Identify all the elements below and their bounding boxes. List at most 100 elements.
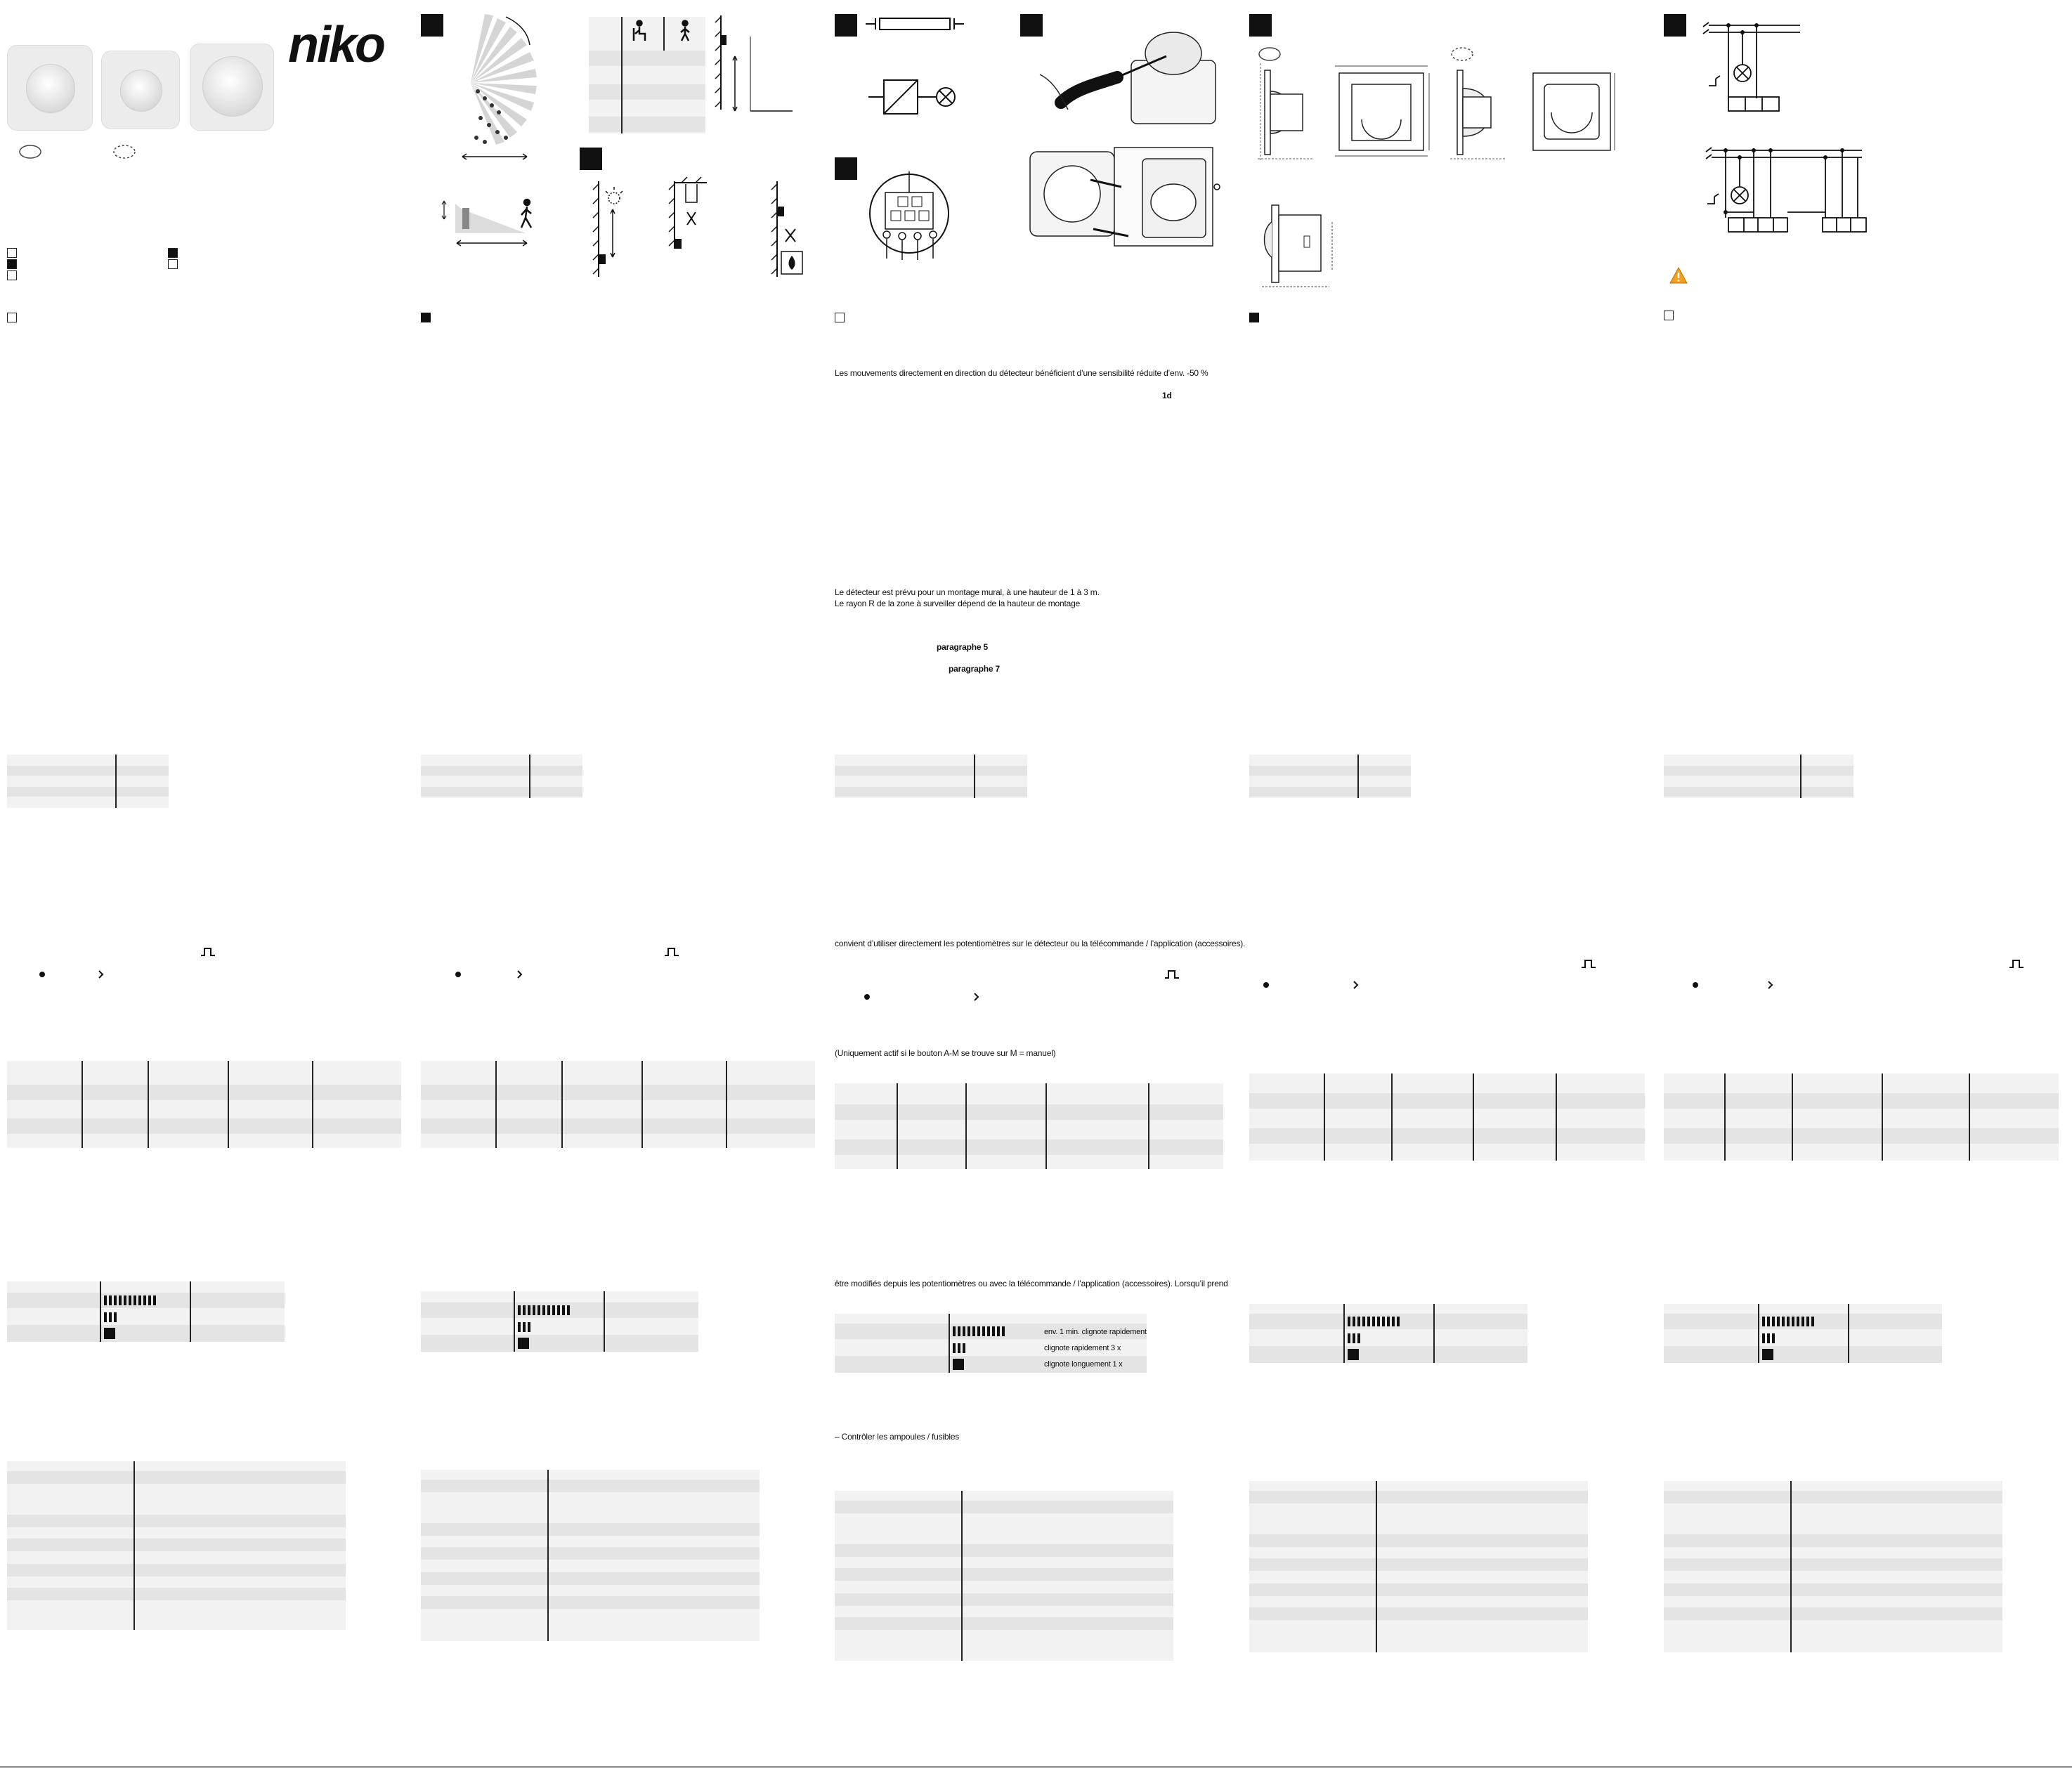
troubleshoot-table-3 <box>835 1491 1173 1661</box>
bullet-icon <box>864 994 870 1000</box>
chevron-right-icon <box>517 970 523 979</box>
settings-table-1 <box>7 1061 401 1148</box>
person-walking-icon <box>680 20 690 41</box>
wiring-diagram-1 <box>1702 22 1800 112</box>
dimension-side-view-3 <box>1262 204 1333 287</box>
fluorescent-tube-icon <box>866 18 964 30</box>
page-bottom-rule <box>0 1766 2072 1768</box>
troubleshoot-note: – Contrôler les ampoules / fusibles <box>835 1432 960 1442</box>
figure-marker-3 <box>835 14 857 37</box>
lamp-icon <box>1733 64 1752 82</box>
terminal-block-diagram <box>869 171 949 260</box>
settings-table-5 <box>1664 1073 2059 1161</box>
chevron-right-icon <box>1768 981 1773 989</box>
modify-note: être modifiés depuis les potentiomètres … <box>835 1279 1228 1288</box>
pulse-icon <box>1582 960 1596 968</box>
potentiometer-note: convient d’utiliser directement les pote… <box>835 939 1246 948</box>
figure-marker-6 <box>1249 14 1272 37</box>
section-marker-icon <box>1664 311 1674 320</box>
warning-icon <box>1669 266 1688 284</box>
settings-table-3 <box>835 1083 1223 1169</box>
chevron-right-icon <box>98 970 104 979</box>
wall-height-diagram <box>715 15 793 112</box>
detection-fan-diagram <box>471 14 537 145</box>
pulse-icon <box>201 948 215 956</box>
bullet-icon <box>1263 982 1269 988</box>
screwdriver-illustration <box>1039 32 1216 124</box>
figure-marker-5 <box>1020 14 1043 37</box>
led-table-1 <box>7 1281 285 1342</box>
spec-table-1 <box>7 755 169 808</box>
chevron-right-icon <box>1353 981 1359 989</box>
section-marker-icon <box>7 313 17 322</box>
oval-dashed-icon <box>113 145 136 159</box>
dimension-side-view-2 <box>1450 70 1506 159</box>
checkbox-filled-icon <box>7 259 17 269</box>
troubleshoot-table-2 <box>421 1470 760 1641</box>
product-photo-1 <box>7 45 93 131</box>
mounting-note-2: Le rayon R de la zone à surveiller dépen… <box>835 599 1081 608</box>
pulse-icon <box>1165 970 1179 979</box>
bullet-icon <box>39 972 45 977</box>
led-table-3: env. 1 min. clignote rapidement clignote… <box>835 1314 1147 1373</box>
figure-marker-4 <box>835 157 857 180</box>
checkbox-icon <box>168 259 178 269</box>
spec-table-5 <box>1664 755 1853 798</box>
spec-table-4 <box>1249 755 1411 798</box>
range-table <box>589 17 705 133</box>
figure-marker-2 <box>580 148 602 170</box>
dimension-side-view-1 <box>1258 63 1314 162</box>
settings-table-4 <box>1249 1073 1645 1161</box>
spec-table-3 <box>835 755 1027 798</box>
led-state-label: env. 1 min. clignote rapidement <box>1044 1328 1147 1336</box>
oval-solid-icon <box>19 145 41 159</box>
pulse-icon <box>665 948 679 956</box>
figure-ref: 1d <box>1162 391 1172 400</box>
figure-marker-1 <box>421 14 443 37</box>
bullet-icon <box>455 972 461 977</box>
pulse-icon <box>2009 960 2024 968</box>
ref-paragraph-7: paragraphe 7 <box>949 664 1000 674</box>
checkbox-icon <box>7 248 17 258</box>
checkbox-icon <box>7 270 17 280</box>
section-marker-icon <box>421 313 431 322</box>
width-arrow <box>462 153 528 160</box>
led-table-4 <box>1249 1304 1527 1363</box>
checkbox-filled-icon <box>168 248 178 258</box>
oval-dashed-icon <box>1451 47 1473 61</box>
brand-logo: niko <box>288 17 386 73</box>
troubleshoot-table-4 <box>1249 1481 1588 1652</box>
assembly-illustration <box>1029 147 1220 247</box>
troubleshoot-table-1 <box>7 1461 346 1630</box>
transformer-lamp-icon <box>868 79 956 115</box>
ref-paragraph-5: paragraphe 5 <box>937 642 988 652</box>
dimension-front-view-1 <box>1335 65 1430 157</box>
product-photo-2 <box>101 51 180 129</box>
led-state-label: clignote longuement 1 x <box>1044 1360 1123 1369</box>
led-table-5 <box>1664 1304 1942 1363</box>
wiring-diagram-2 <box>1705 147 1867 233</box>
dimension-front-view-2 <box>1532 72 1615 151</box>
led-state-label: clignote rapidement 3 x <box>1044 1344 1121 1352</box>
mounting-heat-no-diagram <box>771 181 803 277</box>
bullet-icon <box>1693 982 1698 988</box>
person-sitting-icon <box>632 20 646 41</box>
mounting-note-1: Le détecteur est prévu pour un montage m… <box>835 587 1100 597</box>
mounting-ok-diagram <box>592 181 623 277</box>
section-marker-icon <box>835 313 845 322</box>
lamp-icon <box>1731 186 1749 204</box>
led-table-2 <box>421 1291 698 1352</box>
figure-marker-7 <box>1664 14 1686 37</box>
person-walking-icon <box>520 198 533 228</box>
product-photo-3 <box>190 44 274 131</box>
spec-table-2 <box>421 755 582 798</box>
oval-solid-icon <box>1258 47 1281 61</box>
height-range-diagram <box>441 198 533 247</box>
settings-table-2 <box>421 1061 815 1148</box>
mounting-corner-no-diagram <box>668 176 707 249</box>
sensitivity-note: Les mouvements directement en direction … <box>835 368 1208 378</box>
chevron-right-icon <box>974 993 979 1001</box>
lamp-icon <box>936 87 956 107</box>
section-marker-icon <box>1249 313 1259 322</box>
troubleshoot-table-5 <box>1664 1481 2002 1652</box>
